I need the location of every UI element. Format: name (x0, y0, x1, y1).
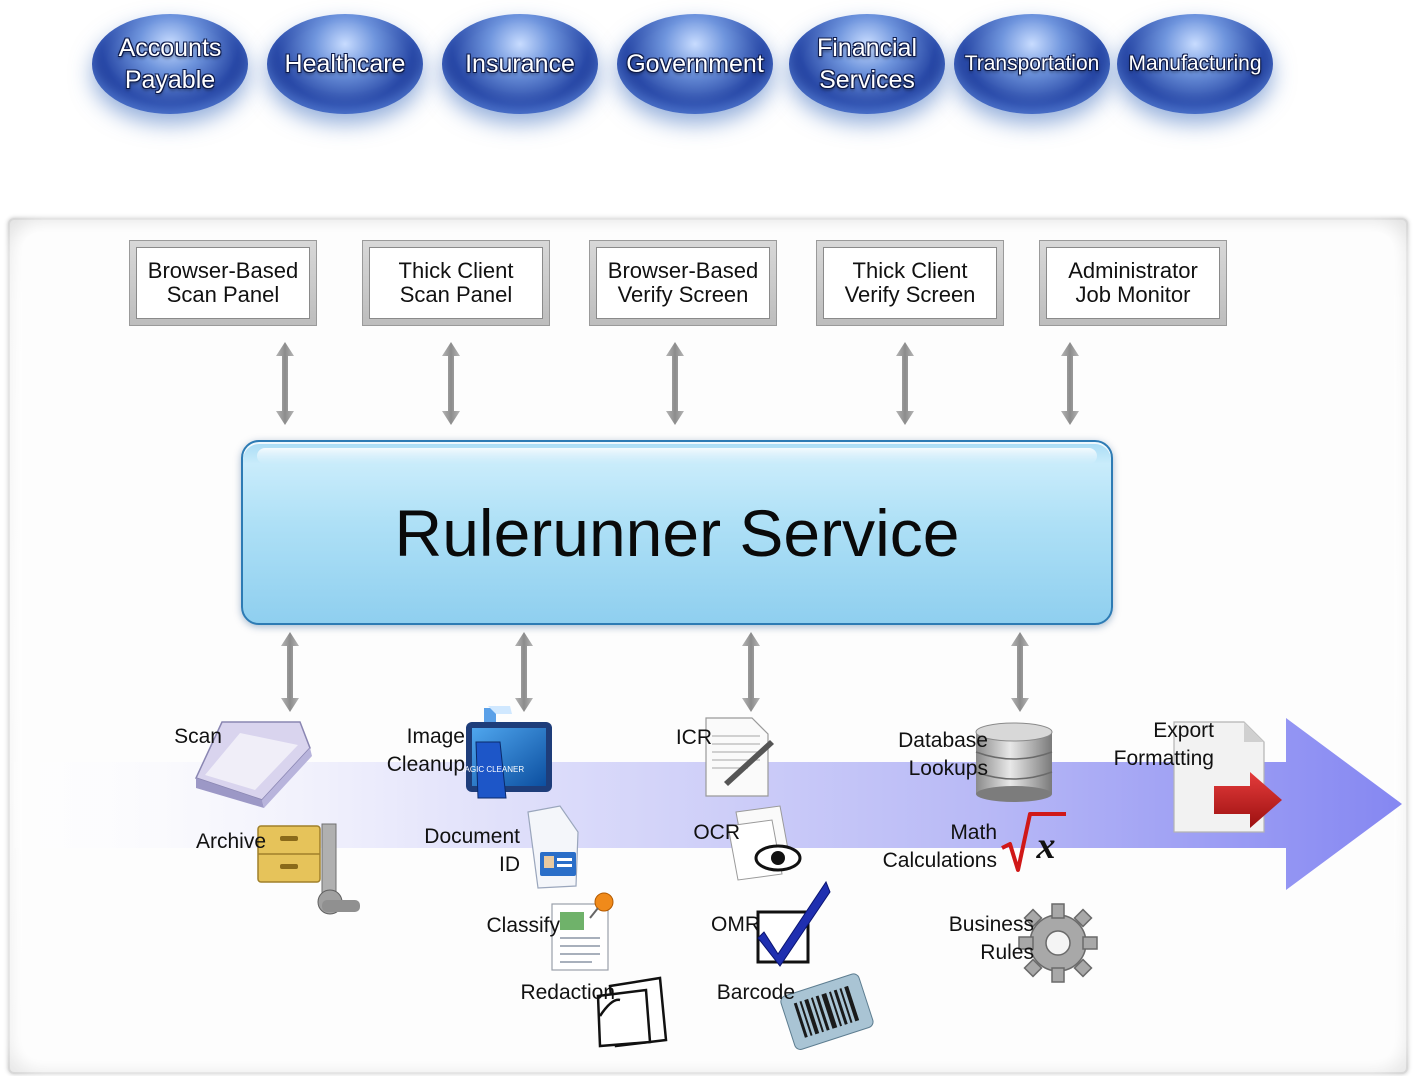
image-cleanup-icon: MAGIC CLEANER (458, 706, 552, 799)
label-ocr: OCR (693, 821, 740, 844)
gear-icon (1018, 903, 1098, 983)
client-label: Browser-Based Scan Panel (136, 247, 310, 319)
panel-inner (22, 232, 1394, 1060)
architecture-panel (8, 218, 1408, 1074)
label-archive: Archive (195, 830, 266, 853)
client-label: Administrator Job Monitor (1046, 247, 1220, 319)
label-omr: OMR (711, 913, 760, 936)
svg-text:MAGIC CLEANER: MAGIC CLEANER (458, 765, 524, 774)
label-math-calculations: Math Calculations (882, 821, 997, 872)
industry-healthcare: Healthcare (267, 14, 423, 114)
industry-manufacturing: Manufacturing (1117, 14, 1273, 114)
label-scan: Scan (174, 725, 222, 748)
label-image-cleanup: Image Cleanup (386, 725, 465, 776)
classify-icon (551, 892, 614, 971)
archive-icon (257, 823, 360, 915)
math-icon: x (1001, 812, 1066, 872)
industry-transportation: Transportation (954, 14, 1110, 114)
export-icon (1173, 721, 1282, 833)
service-title: Rulerunner Service (394, 495, 960, 570)
process-flow-arrow (14, 718, 1402, 890)
label-classify: Classify (486, 914, 560, 937)
industry-accounts-payable: Accounts Payable (92, 14, 248, 114)
label-barcode: Barcode (716, 981, 795, 1004)
connector-arrows-bottom (281, 632, 1029, 712)
client-label: Thick Client Verify Screen (823, 247, 997, 319)
label-business-rules: Business Rules (948, 913, 1034, 964)
industry-insurance: Insurance (442, 14, 598, 114)
label-redaction: Redaction (520, 981, 615, 1004)
connector-arrows-top (276, 342, 1079, 425)
industry-government: Government (617, 14, 773, 114)
icr-icon (705, 717, 774, 797)
label-export-formatting: Export Formatting (1113, 719, 1214, 770)
svg-text:x: x (1036, 825, 1056, 867)
omr-icon (756, 880, 831, 967)
document-id-icon (527, 805, 579, 889)
label-database-lookups: Database Lookups (898, 729, 988, 780)
scanner-icon (194, 721, 312, 808)
database-icon (975, 722, 1053, 802)
client-thick-scan-panel: Thick Client Scan Panel (362, 240, 550, 326)
client-label: Browser-Based Verify Screen (596, 247, 770, 319)
client-browser-verify-screen: Browser-Based Verify Screen (589, 240, 777, 326)
redaction-icon (596, 976, 668, 1048)
label-icr: ICR (675, 726, 712, 749)
client-admin-job-monitor: Administrator Job Monitor (1039, 240, 1227, 326)
client-browser-scan-panel: Browser-Based Scan Panel (129, 240, 317, 326)
client-thick-verify-screen: Thick Client Verify Screen (816, 240, 1004, 326)
label-document-id: Document ID (424, 825, 520, 876)
industry-financial-services: Financial Services (789, 14, 945, 114)
client-label: Thick Client Scan Panel (369, 247, 543, 319)
barcode-icon (780, 973, 874, 1050)
ocr-icon (727, 805, 802, 881)
rulerunner-service-box: Rulerunner Service (241, 440, 1113, 625)
